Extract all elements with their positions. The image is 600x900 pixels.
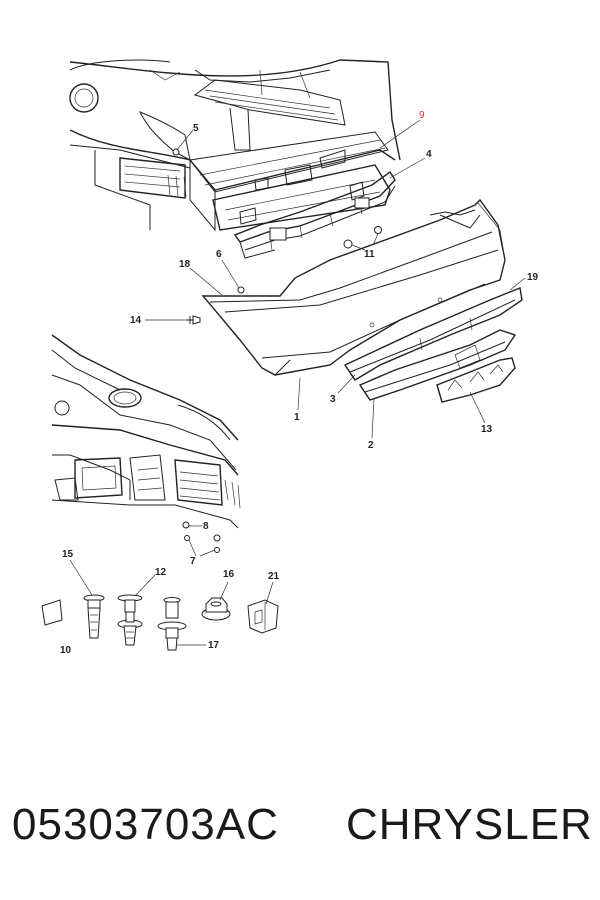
callout-14: 14 bbox=[130, 315, 142, 326]
callout-3: 3 bbox=[330, 394, 336, 405]
push-pin-15 bbox=[83, 594, 105, 639]
callout-21: 21 bbox=[268, 571, 280, 582]
callout-11: 11 bbox=[364, 249, 375, 260]
callout-18: 18 bbox=[179, 259, 191, 270]
callout-12: 12 bbox=[155, 567, 167, 578]
brand-name: CHRYSLER bbox=[346, 800, 593, 849]
callout-7: 7 bbox=[190, 556, 196, 567]
vehicle-rear-body-lower bbox=[51, 334, 241, 529]
bolt-17 bbox=[157, 597, 187, 651]
plug-10 bbox=[41, 599, 63, 626]
clip-12 bbox=[117, 594, 143, 646]
callout-labels: 5 9 4 6 18 11 19 14 1 3 2 13 8 7 15 12 1… bbox=[60, 110, 539, 656]
callout-4: 4 bbox=[426, 149, 432, 160]
callout-2: 2 bbox=[368, 440, 374, 451]
callout-10: 10 bbox=[60, 645, 72, 656]
vehicle-rear-body-upper bbox=[69, 59, 401, 232]
skid-plate bbox=[436, 357, 516, 403]
callout-5: 5 bbox=[193, 123, 199, 134]
callout-9: 9 bbox=[419, 110, 425, 121]
callout-1: 1 bbox=[294, 412, 300, 423]
nut-16 bbox=[201, 597, 231, 621]
footer: 05303703AC CHRYSLER bbox=[0, 800, 600, 870]
lower-valance bbox=[343, 287, 523, 381]
rear-diffuser-trim bbox=[358, 329, 517, 401]
callout-8: 8 bbox=[203, 521, 209, 532]
loose-parts bbox=[41, 594, 279, 651]
part-number: 05303703AC bbox=[12, 800, 279, 849]
retainer-21 bbox=[247, 599, 279, 634]
callout-15: 15 bbox=[62, 549, 74, 560]
callout-13: 13 bbox=[481, 424, 493, 435]
callout-16: 16 bbox=[223, 569, 235, 580]
leader-lines bbox=[69, 119, 526, 646]
bumper-absorber-bracket bbox=[233, 170, 396, 259]
callout-19: 19 bbox=[527, 272, 539, 283]
bumper-fascia bbox=[201, 198, 506, 376]
fasteners-main bbox=[172, 148, 382, 553]
callout-17: 17 bbox=[208, 640, 220, 651]
callout-6: 6 bbox=[216, 249, 222, 260]
